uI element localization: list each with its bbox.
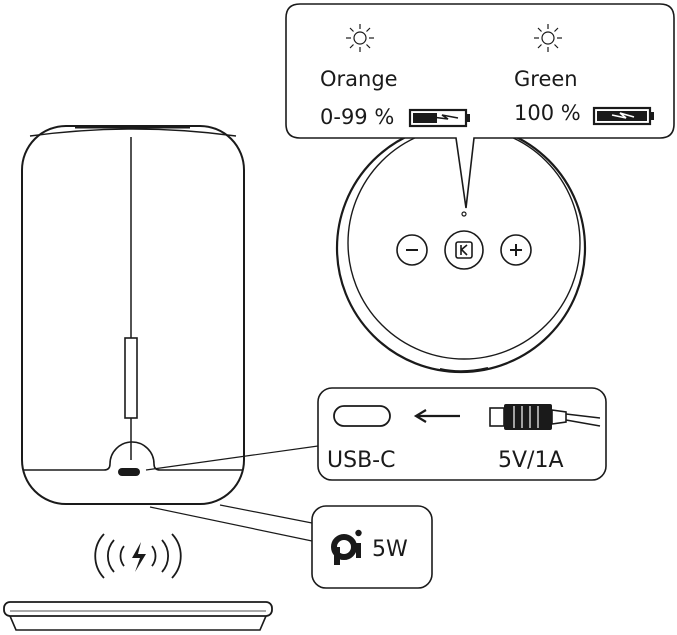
qi-callout: 5W	[311, 505, 433, 589]
input-power-label: 5V/1A	[498, 448, 564, 473]
leader-line-qi-2	[219, 504, 313, 524]
led-status-callout: Orange Green 0-99 % 100 %	[285, 3, 675, 209]
led-color-orange: Orange	[320, 67, 398, 91]
sun-icon	[534, 24, 562, 52]
battery-charging-icon	[408, 108, 470, 128]
usb-c-port-icon	[333, 405, 391, 427]
usb-c-label: USB-C	[327, 448, 395, 473]
wireless-power-label: 5W	[372, 537, 408, 562]
usb-c-plug-icon	[489, 404, 601, 430]
usb-c-port	[118, 468, 140, 476]
qi-logo-icon	[331, 529, 362, 565]
wireless-charging-icon	[94, 533, 182, 579]
charge-range-green: 100 %	[514, 101, 581, 125]
k-logo-icon[interactable]	[444, 230, 484, 270]
minus-icon[interactable]	[396, 234, 428, 266]
leader-line-usb	[145, 445, 319, 471]
sun-icon	[346, 24, 374, 52]
led-color-green: Green	[514, 67, 578, 91]
strap-slot	[124, 337, 138, 419]
plus-icon[interactable]	[500, 234, 532, 266]
speaker-top-view	[335, 122, 587, 374]
charge-range-orange: 0-99 %	[320, 105, 394, 129]
usb-c-callout: USB-C 5V/1A	[317, 387, 607, 481]
leader-line-qi	[149, 506, 313, 542]
arrow-left-icon	[413, 409, 460, 423]
base-notch	[24, 441, 242, 471]
charging-pad	[3, 601, 273, 631]
battery-full-icon	[592, 106, 654, 126]
led-indicator	[461, 211, 467, 217]
speaker-side-view	[21, 125, 245, 505]
